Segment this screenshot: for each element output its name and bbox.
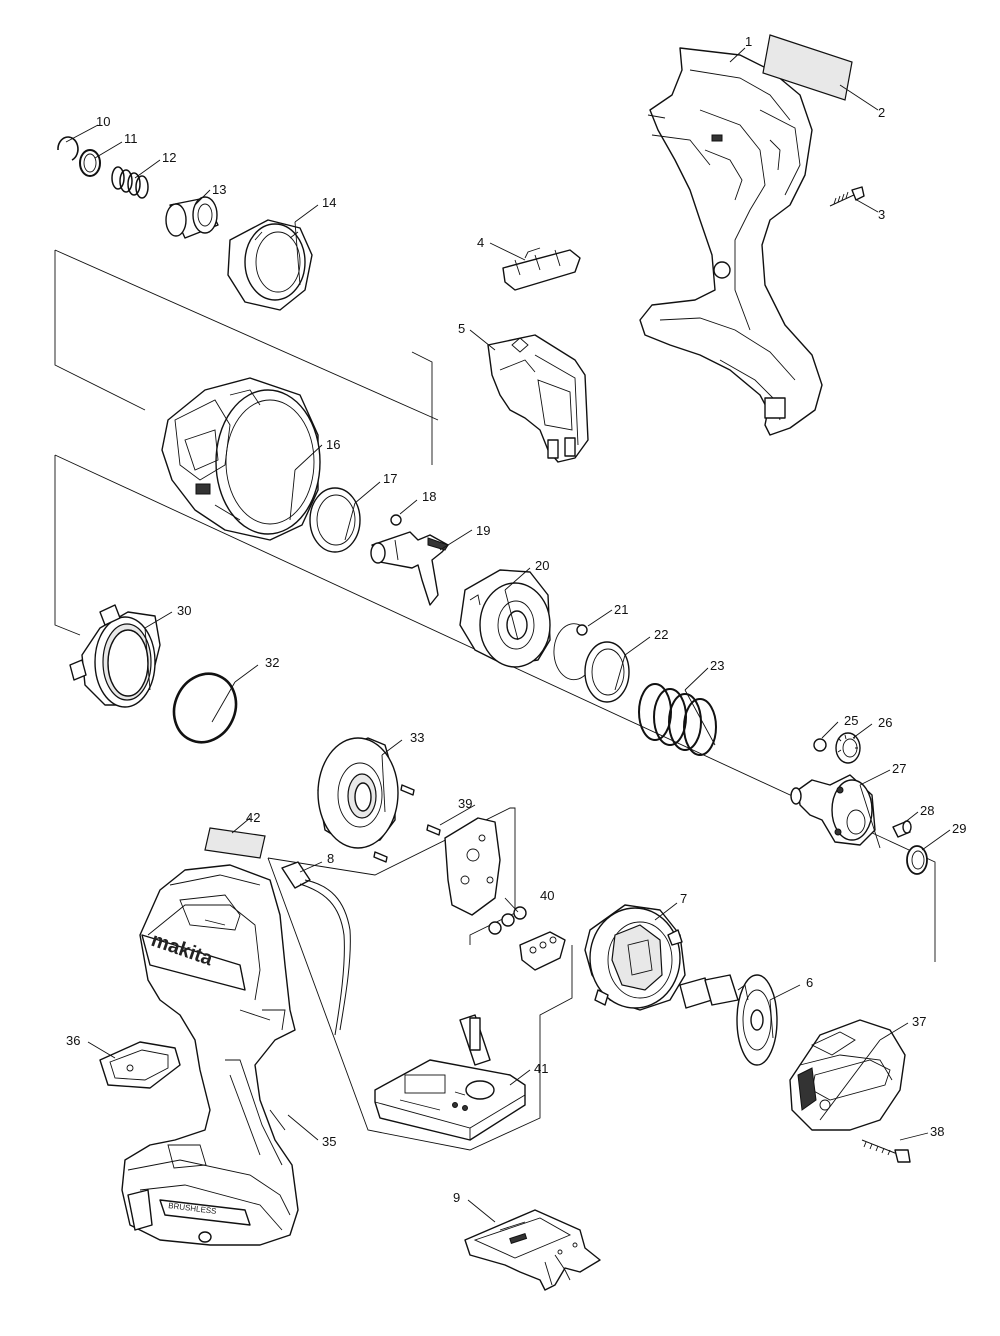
part-10-ring: [57, 136, 79, 161]
callout-5: 5: [458, 321, 465, 336]
callout-13: 13: [212, 182, 226, 197]
callout-3: 3: [878, 207, 885, 222]
part-13-sleeve: [165, 196, 219, 239]
callout-labels: 1 2 3 4 5 6 7 8 9 10 11 12 13 14 16 17 1…: [66, 34, 966, 1205]
callout-7: 7: [680, 891, 687, 906]
callout-39: 39: [458, 796, 472, 811]
callout-1: 1: [745, 34, 752, 49]
part-4-switch-lever: [502, 247, 581, 291]
callout-19: 19: [476, 523, 490, 538]
part-37-rear-cover: [789, 1019, 906, 1131]
part-41-controller: [374, 1014, 526, 1141]
callout-16: 16: [326, 437, 340, 452]
part-16-hammer-case: [161, 377, 321, 541]
callout-42: 42: [246, 810, 260, 825]
callout-23: 23: [710, 658, 724, 673]
callout-38: 38: [930, 1124, 944, 1139]
part-2-label: [762, 34, 853, 101]
callout-30: 30: [177, 603, 191, 618]
callout-2: 2: [878, 105, 885, 120]
part-12-spring: [111, 166, 149, 199]
part-8-cable: [281, 861, 351, 1036]
part-14-bumper: [227, 219, 313, 311]
callout-29: 29: [952, 821, 966, 836]
part-17-washer: [309, 487, 361, 553]
part-26-gear: [835, 732, 861, 764]
callout-20: 20: [535, 558, 549, 573]
callout-4: 4: [477, 235, 484, 250]
part-39-screws: [373, 784, 441, 863]
callout-37: 37: [912, 1014, 926, 1029]
part-7-stator: [584, 904, 686, 1011]
part-19-anvil: [370, 531, 449, 606]
part-27-spindle: [790, 774, 876, 846]
part-1-housing-right: [639, 47, 823, 436]
part-6-rotor: [679, 974, 778, 1066]
part-23-compression-spring: [638, 683, 717, 756]
callout-21: 21: [614, 602, 628, 617]
callout-33: 33: [410, 730, 424, 745]
callout-8: 8: [327, 851, 334, 866]
callout-35: 35: [322, 1134, 336, 1149]
part-21-steel-ball: [553, 623, 588, 681]
callout-28: 28: [920, 803, 934, 818]
part-9-terminal: [464, 1209, 601, 1291]
part-28-pin: [892, 820, 912, 838]
callout-22: 22: [654, 627, 668, 642]
part-35-housing-left: [121, 864, 299, 1246]
part-5-switch: [487, 334, 589, 463]
part-40-terminals: [488, 906, 566, 971]
part-36-cover: [99, 1041, 181, 1089]
part-29-washer: [906, 845, 928, 875]
part-38-screw: [861, 1139, 911, 1163]
part-20-hammer: [459, 569, 551, 668]
part-42-label: [204, 827, 266, 859]
callout-41: 41: [534, 1061, 548, 1076]
part-18-steel-ball: [390, 514, 402, 526]
part-30-internal-gear: [69, 604, 161, 708]
part-25-steel-ball: [813, 738, 827, 752]
part-3-screw: [829, 186, 865, 207]
callout-11: 11: [124, 131, 138, 146]
callout-40: 40: [540, 888, 554, 903]
assembly-boundary-lines: [54, 249, 936, 1151]
callout-9: 9: [453, 1190, 460, 1205]
callout-14: 14: [322, 195, 336, 210]
callout-6: 6: [806, 975, 813, 990]
part-33-bearing-retainer: [317, 737, 399, 849]
leader-lines: [65, 47, 951, 1223]
callout-25: 25: [844, 713, 858, 728]
part-11-washer: [79, 149, 101, 177]
callout-17: 17: [383, 471, 397, 486]
callout-27: 27: [892, 761, 906, 776]
callout-10: 10: [96, 114, 110, 129]
part-32-o-ring: [172, 672, 238, 744]
callout-32: 32: [265, 655, 279, 670]
callout-12: 12: [162, 150, 176, 165]
callout-36: 36: [66, 1033, 80, 1048]
callout-18: 18: [422, 489, 436, 504]
part-22-washer: [584, 641, 630, 703]
part-39-plate: [444, 817, 501, 916]
callout-26: 26: [878, 715, 892, 730]
